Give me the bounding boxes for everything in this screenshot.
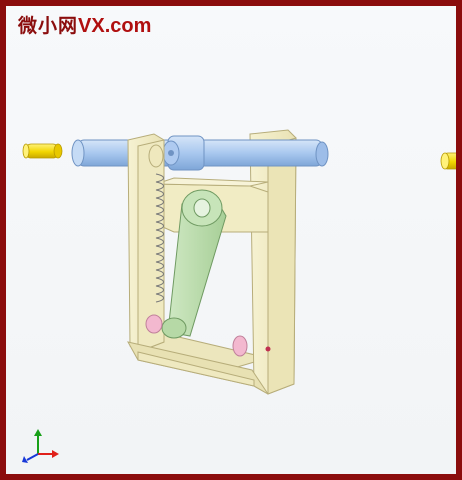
left-pin [22, 143, 63, 159]
watermark-chinese-text: 微小网 [18, 15, 79, 37]
left-side-plate [127, 133, 165, 353]
right-pin [440, 152, 456, 170]
mechanism-model [22, 129, 456, 395]
right-side-plate [249, 129, 297, 395]
roller-left [145, 314, 163, 334]
z-axis-blue-icon [26, 453, 39, 461]
site-watermark: 微小网 VX.com [18, 16, 151, 36]
axis-triad-icon [22, 429, 59, 463]
frame-bottom-rail [127, 341, 269, 395]
shaft [71, 135, 329, 171]
spring [155, 173, 164, 303]
lever-arm [161, 189, 227, 339]
roller-right [232, 335, 248, 357]
watermark-latin-text: VX.com [78, 15, 152, 37]
